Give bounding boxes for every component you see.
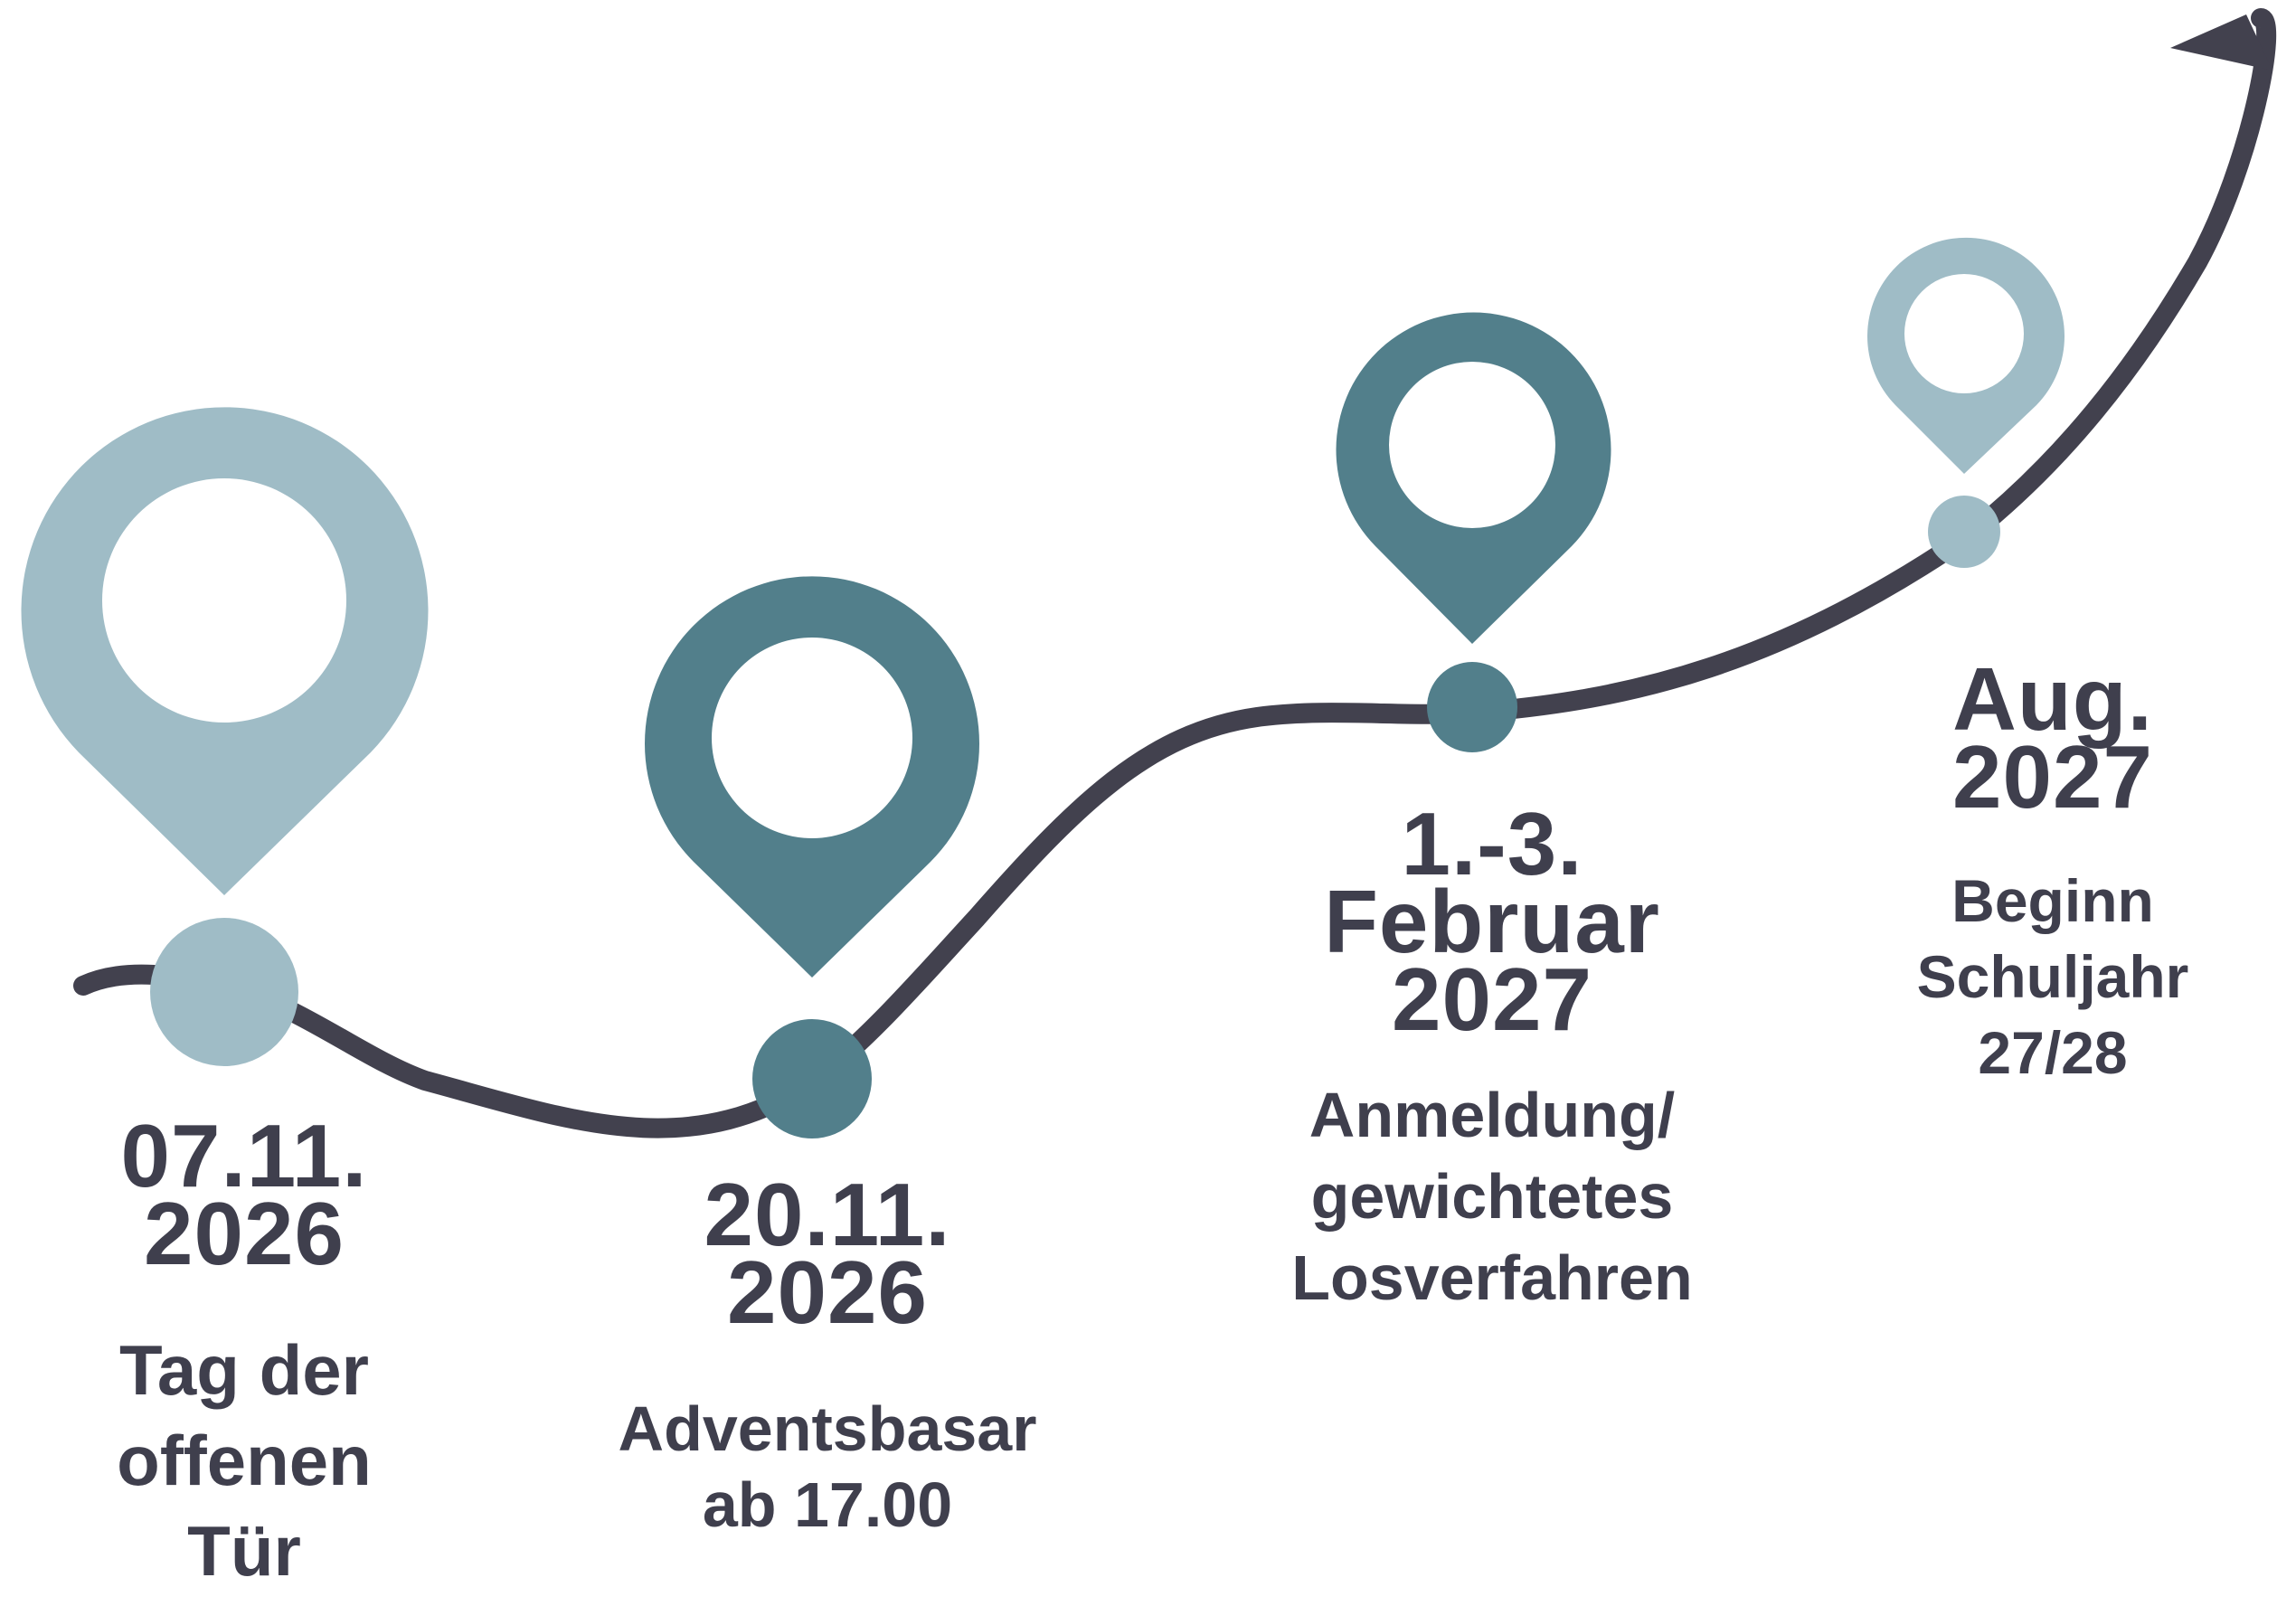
milestone-marker-4 [1867,237,2065,568]
description-line: Adventsbasar [618,1393,1037,1464]
map-pin-icon [1336,312,1611,644]
milestone-marker-3 [1336,312,1611,752]
milestone-date: Aug. 2027 [1849,649,2256,827]
description-line: 27/28 [1978,1019,2128,1086]
date-line: 07.11. [120,1106,368,1205]
date-line: 2027 [1951,727,2153,827]
map-pin-icon [21,407,429,895]
description-line: ab 17.00 [702,1469,953,1540]
date-line: 2026 [143,1184,345,1283]
description-line: Anmeldung/ [1309,1080,1676,1150]
description-line: offenen [117,1421,372,1500]
milestone-date: 07.11. 2026 [63,1106,425,1283]
milestone-description: Anmeldung/ gewichtetes Losverfahren [1266,1074,1718,1318]
date-line: 1.-3. [1401,794,1583,893]
date-line: 2026 [726,1242,928,1342]
date-line: Aug. [1952,649,2153,749]
milestone-description: Beginn Schuljahr 27/28 [1849,863,2256,1091]
description-line: Tag der [119,1330,369,1410]
date-line: 20.11. [704,1165,951,1264]
date-line: Februar [1324,872,1660,971]
timeline-node [150,918,298,1066]
date-line: 2027 [1391,949,1592,1049]
description-line: Tür [187,1511,301,1591]
timeline-node [1928,496,2000,568]
timeline-curve [73,8,2277,1138]
milestone-description: Tag der offenen Tür [63,1325,425,1596]
milestone-label-1: 07.11. 2026 Tag der offenen Tür [63,1106,425,1596]
milestone-description: Adventsbasar ab 17.00 [588,1391,1067,1543]
milestone-date: 1.-3. Februar 2027 [1266,794,1718,1049]
map-pin-icon [1867,237,2065,474]
milestone-label-4: Aug. 2027 Beginn Schuljahr 27/28 [1849,649,2256,1091]
timeline-node [752,1019,872,1138]
description-line: Losverfahren [1291,1242,1693,1313]
milestone-label-2: 20.11. 2026 Adventsbasar ab 17.00 [588,1165,1067,1543]
timeline-node [1427,662,1517,752]
description-line: gewichtetes [1310,1161,1674,1232]
milestone-marker-1 [21,407,429,1066]
milestone-date: 20.11. 2026 [588,1165,1067,1342]
description-line: Beginn [1951,867,2154,934]
description-line: Schuljahr [1916,943,2189,1010]
map-pin-icon [645,576,980,978]
milestone-marker-2 [645,576,980,1138]
arrow-head-icon [2170,14,2272,71]
milestone-label-3: 1.-3. Februar 2027 Anmeldung/ gewichtete… [1266,794,1718,1318]
